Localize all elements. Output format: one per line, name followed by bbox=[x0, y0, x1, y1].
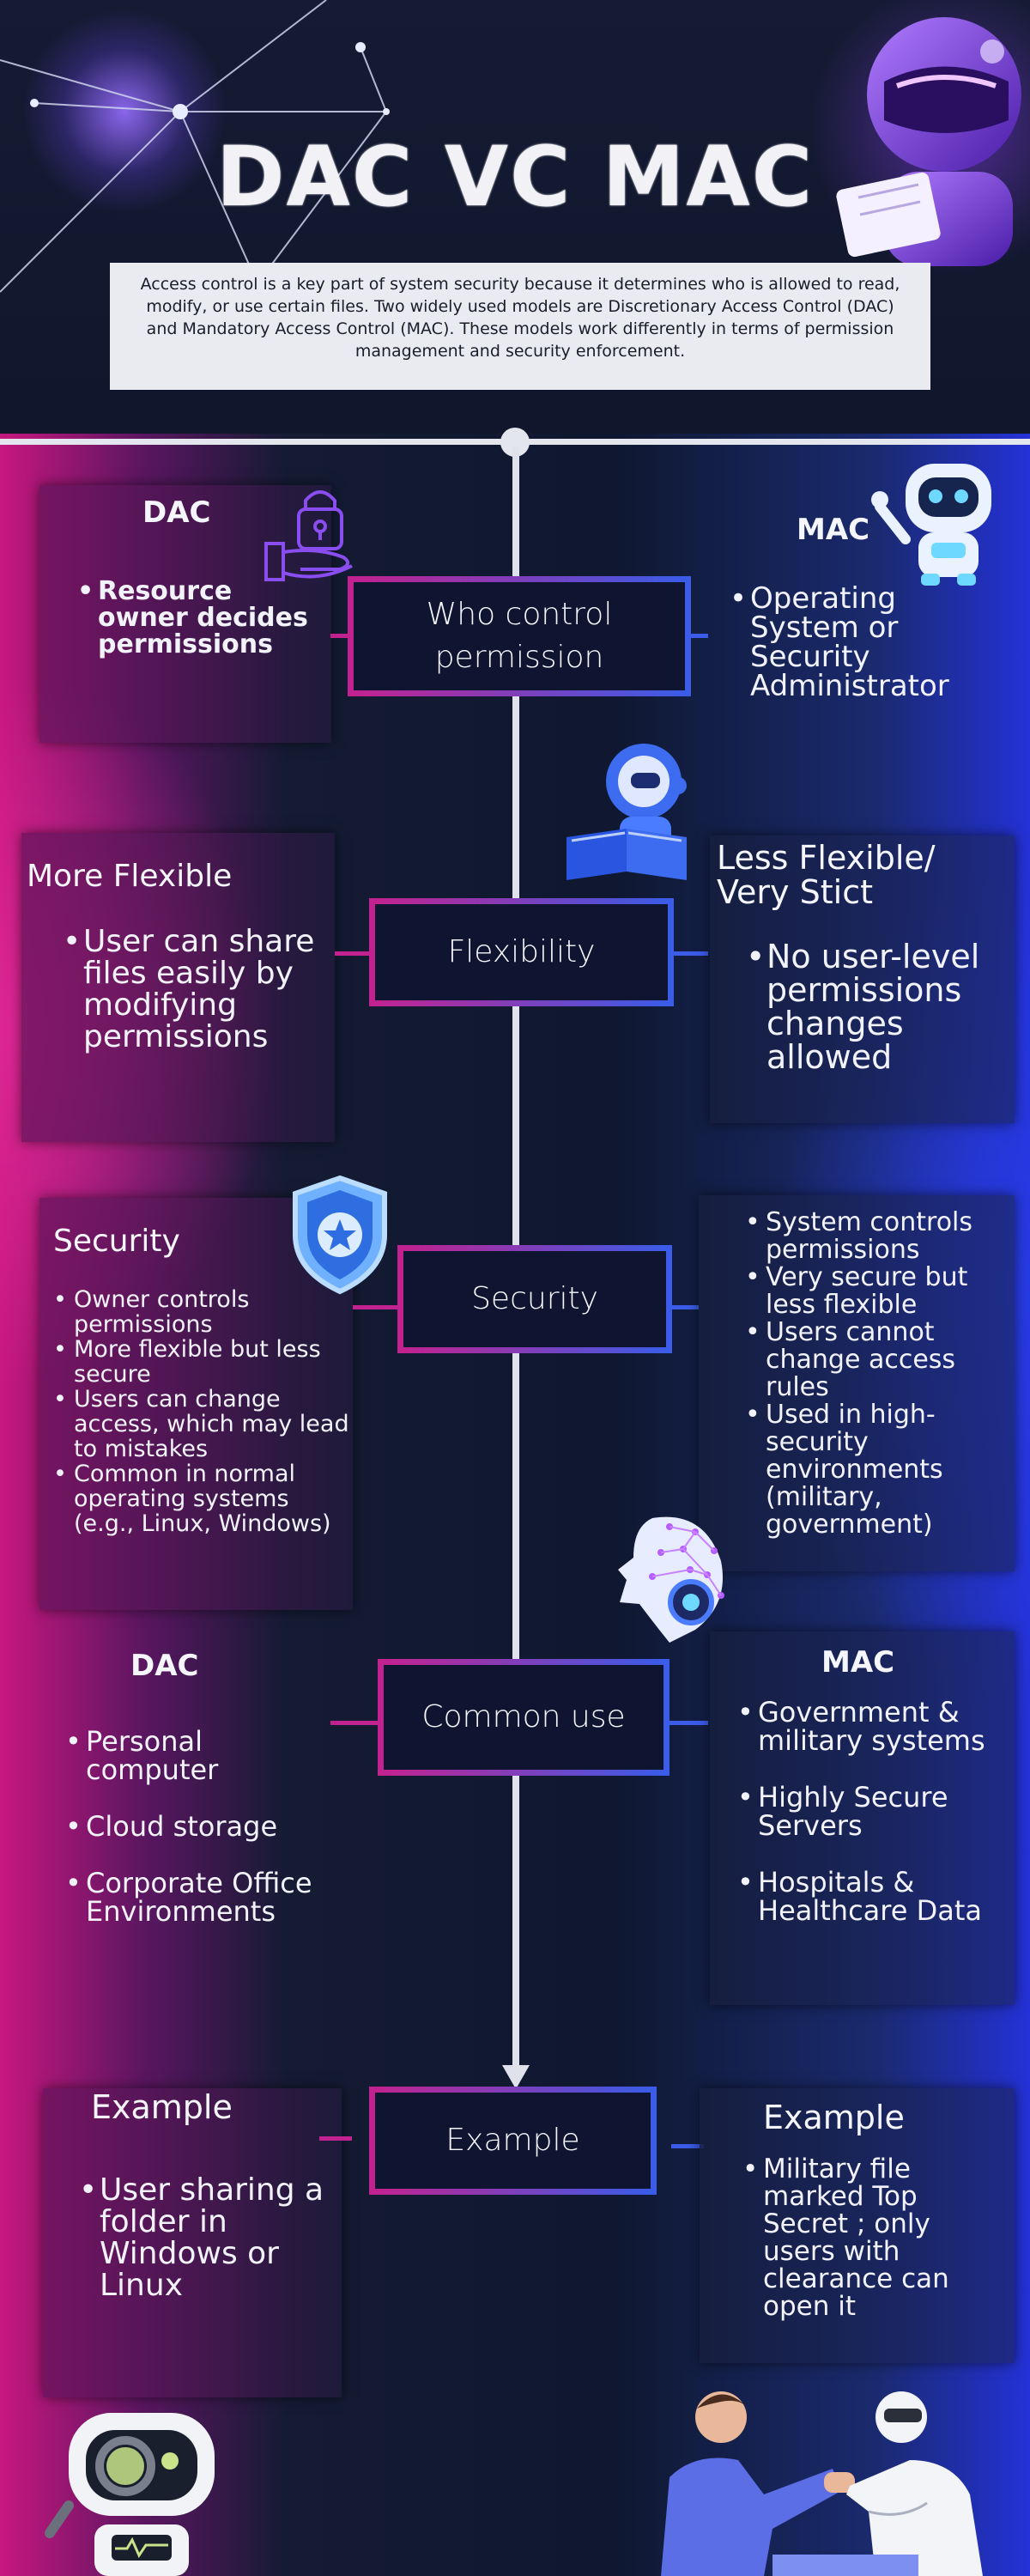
example-right-title: Example bbox=[763, 2099, 905, 2136]
list-item: Highly Secure Servers bbox=[734, 1783, 1009, 1840]
example-connector-left bbox=[319, 2136, 352, 2141]
example-connector-right bbox=[671, 2144, 704, 2148]
robot-waving-icon bbox=[871, 464, 991, 586]
list-item: User sharing a folder in Windows or Linu… bbox=[76, 2174, 333, 2301]
hero-header: DAC VC MAC Access control is a key part … bbox=[0, 0, 1030, 434]
list-item: Users cannot change access rules bbox=[742, 1319, 1008, 1401]
list-item: User can share files easily by modifying… bbox=[59, 926, 327, 1053]
security-left-list: Owner controls permissions More flexible… bbox=[50, 1287, 350, 1536]
security-right-panel: System controls permissions Very secure … bbox=[699, 1195, 1015, 1571]
flex-left-panel: More Flexible User can share files easil… bbox=[21, 833, 335, 1142]
security-connector-right bbox=[670, 1305, 699, 1309]
arm-wrestling-icon bbox=[661, 2391, 983, 2576]
example-left-panel: Example User sharing a folder in Windows… bbox=[43, 2088, 342, 2397]
shield-star-icon bbox=[293, 1175, 387, 1295]
ai-head-icon bbox=[618, 1516, 724, 1643]
list-item: Cloud storage bbox=[62, 1813, 336, 1842]
who-right-title: MAC bbox=[797, 513, 870, 547]
security-left-title: Security bbox=[53, 1224, 180, 1259]
who-left-panel: DAC Resource owner decides permissions bbox=[39, 485, 331, 743]
flex-connector-left bbox=[335, 951, 371, 956]
who-center-box: Who control permission bbox=[348, 576, 691, 696]
list-item: Users can change access, which may lead … bbox=[50, 1387, 350, 1461]
common-right-title: MAC bbox=[821, 1645, 895, 1680]
list-item: Hospitals & Healthcare Data bbox=[734, 1868, 1009, 1925]
flex-center-box: Flexibility bbox=[369, 898, 674, 1006]
list-item: System controls permissions bbox=[742, 1209, 1008, 1264]
who-right-list: Operating System or Security Administrat… bbox=[726, 584, 1009, 701]
who-connector-right bbox=[689, 634, 708, 638]
intro-text: Access control is a key part of system s… bbox=[110, 263, 930, 390]
flex-left-title: More Flexible bbox=[27, 859, 233, 894]
who-left-list: Resource owner decides permissions bbox=[74, 578, 314, 658]
example-left-title: Example bbox=[91, 2088, 233, 2126]
common-center-box: Common use bbox=[378, 1659, 670, 1776]
security-right-list: System controls permissions Very secure … bbox=[742, 1209, 1008, 1539]
common-left-title: DAC bbox=[130, 1649, 199, 1683]
list-item: Very secure but less flexible bbox=[742, 1264, 1008, 1319]
flex-right-panel: Less Flexible/ Very Stict No user-level … bbox=[710, 835, 1015, 1123]
flex-left-list: User can share files easily by modifying… bbox=[59, 926, 327, 1053]
security-center-box: Security bbox=[397, 1245, 672, 1353]
lock-hand-icon bbox=[264, 490, 353, 581]
network-lines-icon bbox=[0, 0, 390, 293]
flex-connector-right bbox=[672, 951, 708, 956]
common-connector-right bbox=[668, 1721, 708, 1725]
list-item: No user-level permissions changes allowe… bbox=[742, 940, 1009, 1074]
robot-reading-icon bbox=[566, 744, 687, 880]
flex-right-title: Less Flexible/ Very Stict bbox=[717, 839, 936, 911]
example-right-list: Military file marked Top Secret ; only u… bbox=[739, 2155, 1005, 2320]
list-item: Owner controls permissions bbox=[50, 1287, 350, 1337]
page-title: DAC VC MAC bbox=[215, 129, 815, 225]
common-right-list: Government & military systems Highly Sec… bbox=[734, 1698, 1009, 1925]
example-center-box: Example bbox=[369, 2087, 657, 2195]
common-connector-left bbox=[330, 1721, 379, 1725]
common-right-panel: MAC Government & military systems Highly… bbox=[710, 1631, 1015, 2005]
flex-right-list: No user-level permissions changes allowe… bbox=[742, 940, 1009, 1074]
example-right-panel: Example Military file marked Top Secret … bbox=[700, 2088, 1015, 2363]
list-item: Resource owner decides permissions bbox=[74, 578, 314, 658]
list-item: Personal computer bbox=[62, 1728, 336, 1784]
timeline-arrow-icon bbox=[502, 2065, 530, 2089]
list-item: More flexible but less secure bbox=[50, 1337, 350, 1387]
example-left-list: User sharing a folder in Windows or Linu… bbox=[76, 2174, 333, 2301]
list-item: Corporate Office Environments bbox=[62, 1869, 336, 1926]
list-item: Common in normal operating systems (e.g.… bbox=[50, 1461, 350, 1536]
common-left-list: Personal computer Cloud storage Corporat… bbox=[62, 1728, 336, 1926]
security-connector-left bbox=[353, 1305, 399, 1309]
robot-magnifier-icon bbox=[45, 2413, 215, 2576]
list-item: Military file marked Top Secret ; only u… bbox=[739, 2155, 1005, 2320]
who-connector-left bbox=[330, 634, 349, 638]
security-left-panel: Security Owner controls permissions More… bbox=[39, 1198, 353, 1610]
list-item: Operating System or Security Administrat… bbox=[726, 584, 1009, 701]
list-item: Used in high-security environments (mili… bbox=[742, 1401, 1008, 1539]
robot-mascot-icon bbox=[836, 17, 1021, 266]
who-left-title: DAC bbox=[142, 495, 211, 530]
list-item: Government & military systems bbox=[734, 1698, 1009, 1755]
